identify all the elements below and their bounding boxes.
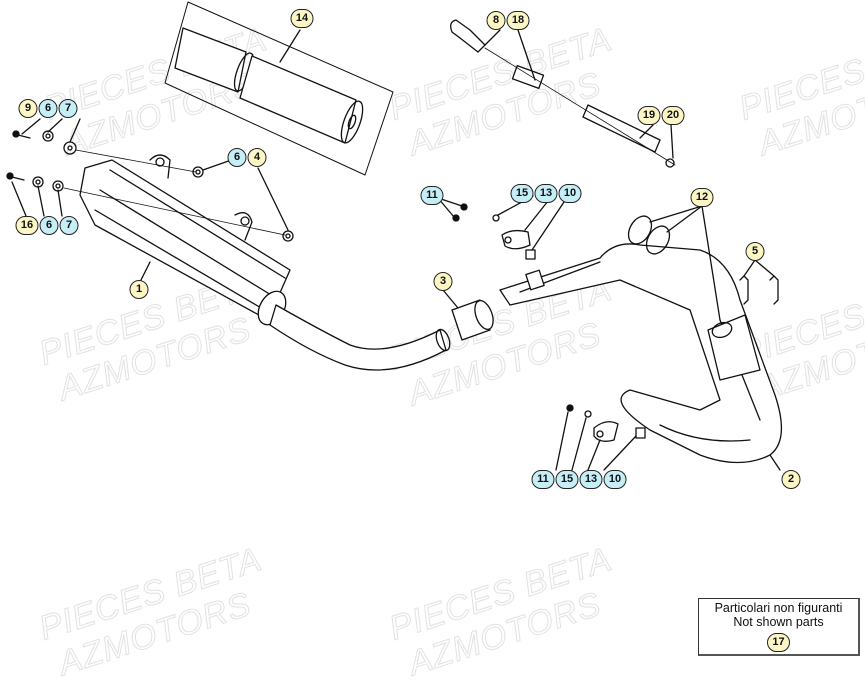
- callout-part-16[interactable]: 16: [15, 216, 39, 235]
- silencer-packing-part-14: [164, 1, 394, 176]
- callout-group-5[interactable]: 5: [745, 242, 765, 262]
- callout-group-1[interactable]: 1: [129, 280, 149, 300]
- callout-part-6[interactable]: 6: [38, 99, 58, 118]
- callout-group-15-13-10-top[interactable]: 15 13 10: [510, 184, 582, 204]
- callout-part-18[interactable]: 18: [506, 11, 530, 30]
- callout-part-2[interactable]: 2: [781, 470, 801, 489]
- bracket-hardware-bottom: [555, 404, 646, 471]
- callout-part-6[interactable]: 6: [227, 148, 247, 167]
- callout-part-15[interactable]: 15: [510, 184, 534, 203]
- callout-part-14[interactable]: 14: [290, 9, 314, 28]
- callout-part-11[interactable]: 11: [420, 186, 444, 205]
- callout-part-11[interactable]: 11: [531, 470, 555, 489]
- parts-drawing: [6, 1, 783, 471]
- not-shown-parts-box: Particolari non figuranti Not shown part…: [698, 598, 860, 656]
- callout-part-10[interactable]: 10: [558, 184, 582, 203]
- callout-part-4[interactable]: 4: [247, 148, 267, 167]
- link-pipe: [269, 304, 451, 371]
- callout-group-12[interactable]: 12: [690, 188, 714, 208]
- callout-part-5[interactable]: 5: [745, 242, 765, 261]
- exhaust-diagram: PIECES BETA AZMOTORS PIECES BETA AZMOTOR…: [6, 1, 865, 684]
- note-italian: Particolari non figuranti: [714, 601, 843, 615]
- callout-group-8-18[interactable]: 8 18: [486, 11, 530, 31]
- callout-part-12[interactable]: 12: [690, 188, 714, 207]
- hose-parts: [450, 19, 676, 168]
- note-english: Not shown parts: [733, 615, 824, 629]
- callout-part-6[interactable]: 6: [39, 216, 59, 235]
- callout-part-20[interactable]: 20: [661, 106, 685, 125]
- callout-group-19-20[interactable]: 19 20: [637, 106, 685, 126]
- callout-group-16-6-7[interactable]: 16 6 7: [15, 216, 79, 236]
- callout-group-11-15-13-10-bottom[interactable]: 11 15 13 10: [531, 470, 627, 490]
- mount-hardware-left: [6, 118, 294, 242]
- callout-part-3[interactable]: 3: [433, 272, 453, 291]
- callout-group-9-6-7[interactable]: 9 6 7: [18, 99, 78, 119]
- callout-group-3[interactable]: 3: [433, 272, 453, 292]
- callout-part-17[interactable]: 17: [767, 633, 790, 652]
- callout-group-2[interactable]: 2: [781, 470, 801, 490]
- callout-part-7[interactable]: 7: [59, 216, 79, 235]
- callout-part-13[interactable]: 13: [579, 470, 603, 489]
- callout-group-14[interactable]: 14: [290, 9, 314, 29]
- callout-part-19[interactable]: 19: [637, 106, 661, 125]
- callout-part-8[interactable]: 8: [486, 11, 506, 30]
- callout-part-10[interactable]: 10: [603, 470, 627, 489]
- springs-part-5: [739, 259, 779, 305]
- callout-part-13[interactable]: 13: [534, 184, 558, 203]
- callout-part-9[interactable]: 9: [18, 99, 38, 118]
- o-rings-part-12: [627, 205, 721, 321]
- callout-group-11-top[interactable]: 11: [420, 186, 444, 206]
- callout-part-1[interactable]: 1: [129, 280, 149, 299]
- bracket-hardware-top: [437, 195, 569, 260]
- callout-group-6-4[interactable]: 6 4: [227, 148, 267, 168]
- callout-part-15[interactable]: 15: [555, 470, 579, 489]
- header-pipe-part-2: [499, 243, 783, 471]
- seal-part-3: [442, 289, 494, 341]
- callout-part-7[interactable]: 7: [58, 99, 78, 118]
- silencer-part-1: [79, 154, 291, 326]
